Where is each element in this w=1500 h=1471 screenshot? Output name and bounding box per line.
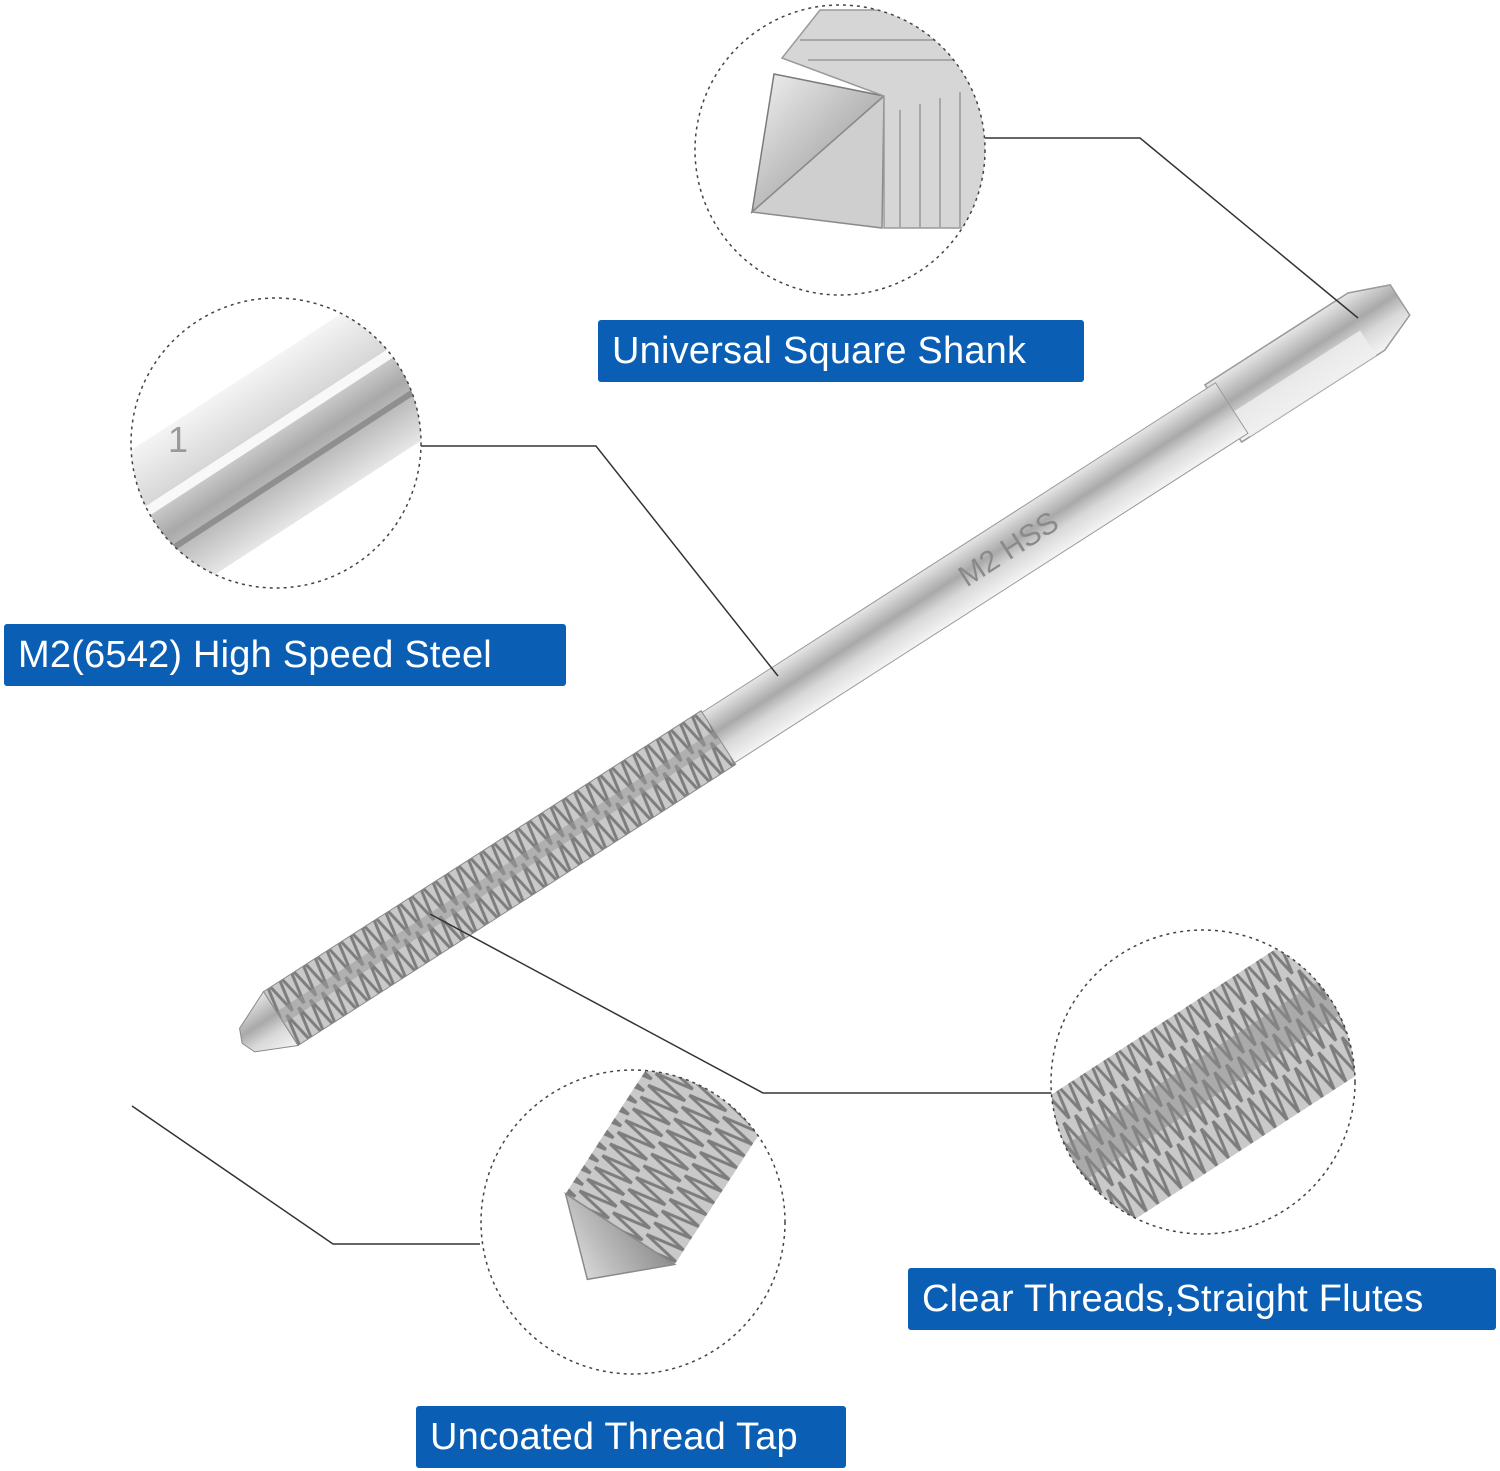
label-high-speed-steel: M2(6542) High Speed Steel — [4, 624, 566, 686]
leader-tap — [131, 1105, 480, 1245]
leader-threads — [429, 913, 1053, 1094]
label-universal-square-shank: Universal Square Shank — [598, 320, 1084, 382]
leader-lines — [131, 137, 1359, 1245]
steel-numeral: 1 — [168, 419, 188, 460]
detail-circle-threads — [1050, 929, 1356, 1235]
tap-point — [239, 990, 299, 1053]
detail-circle-tap — [480, 1069, 786, 1375]
label-clear-threads: Clear Threads,Straight Flutes — [908, 1268, 1496, 1330]
leader-steel — [420, 445, 779, 677]
label-uncoated-thread-tap: Uncoated Thread Tap — [416, 1406, 846, 1468]
thread-tap: M2 HSS — [239, 284, 1411, 1053]
leader-shank — [985, 137, 1359, 319]
detail-circle-shank — [694, 4, 986, 296]
detail-circle-steel: 1 — [130, 297, 422, 589]
